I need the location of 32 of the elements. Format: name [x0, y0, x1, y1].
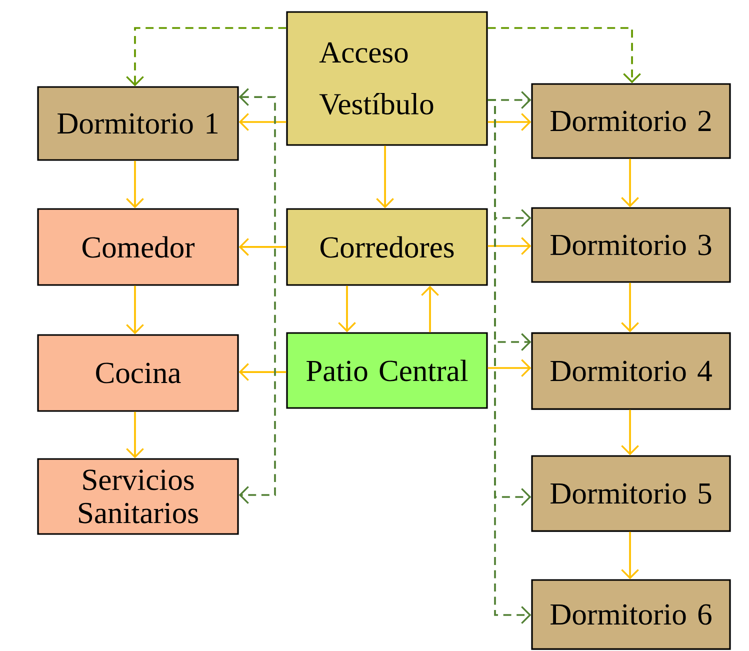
room-box: Dormitorio 3: [531, 207, 731, 283]
arrow: [621, 158, 639, 208]
room-box: Cocina: [37, 334, 239, 412]
arrow: [488, 113, 532, 131]
arrow: [488, 359, 532, 377]
room-box: Dormitorio 1: [37, 86, 239, 161]
room-box: Patio Central: [286, 332, 488, 409]
room-box: Acceso Vestíbulo: [286, 11, 488, 146]
arrow: [621, 532, 639, 580]
room-box: Comedor: [37, 208, 239, 286]
arrow: [126, 286, 144, 334]
arrow: [488, 27, 641, 84]
arrow: [126, 412, 144, 458]
arrow: [488, 99, 532, 624]
arrow: [238, 88, 276, 504]
arrow: [338, 286, 356, 332]
arrow: [238, 363, 286, 381]
room-box: Dormitorio 5: [531, 455, 731, 532]
room-box: Dormitorio 6: [531, 579, 731, 650]
room-box: Corredores: [286, 208, 488, 286]
room-box: Dormitorio 4: [531, 332, 731, 410]
arrow: [621, 410, 639, 456]
arrow: [238, 113, 286, 131]
arrow: [621, 282, 639, 332]
arrow: [126, 27, 286, 86]
room-box: Servicios Sanitarios: [37, 458, 239, 535]
arrow: [488, 237, 532, 255]
arrow: [238, 238, 286, 256]
arrow: [376, 146, 394, 208]
arrow: [126, 160, 144, 208]
room-box: Dormitorio 2: [531, 83, 731, 159]
arrow: [421, 286, 439, 332]
